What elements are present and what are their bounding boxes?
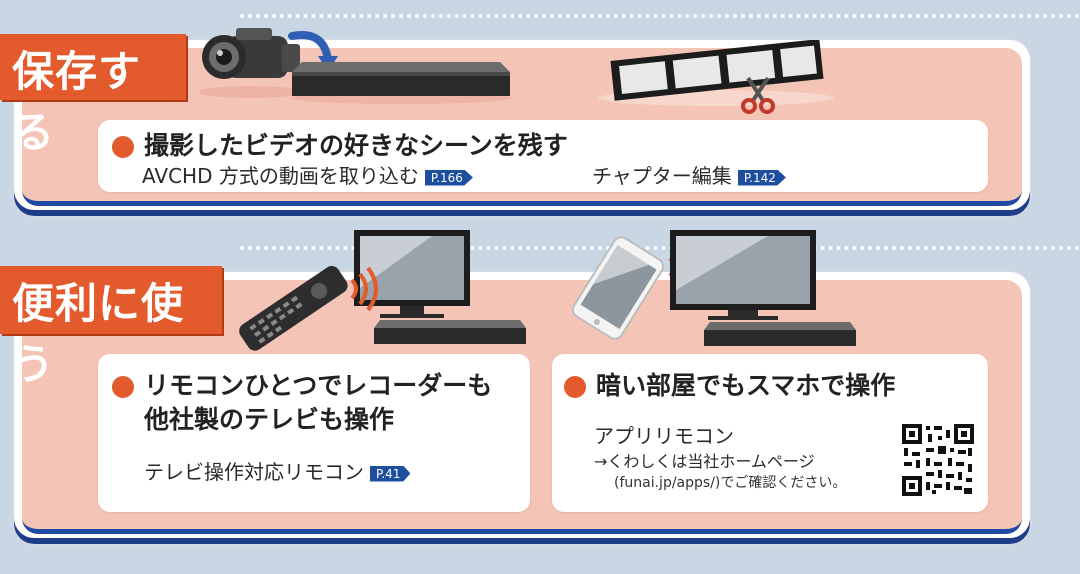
- film-strip-icon: [598, 40, 834, 106]
- section-save-tag: 保存する: [0, 34, 186, 157]
- signal-waves-icon: [350, 266, 378, 312]
- avchd-import-label: AVCHD 方式の動画を取り込む: [142, 164, 419, 188]
- remote-feature-heading-line1: リモコンひとつでレコーダーも: [112, 366, 492, 402]
- tv-remote-label: テレビ操作対応リモコン: [144, 460, 364, 484]
- qr-code-icon: [902, 424, 974, 496]
- page-ref-badge[interactable]: P.142: [737, 169, 786, 186]
- remote-control-icon: [239, 265, 348, 351]
- recorder-icon: [374, 320, 526, 344]
- remote-feature-card: リモコンひとつでレコーダーも 他社製のテレビも操作 テレビ操作対応リモコン P.4…: [98, 354, 530, 512]
- website-note-line2[interactable]: (funai.jp/apps/)でご確認ください。: [614, 475, 847, 491]
- page-ref-badge[interactable]: P.166: [424, 169, 473, 186]
- dotted-divider-top: [240, 14, 1080, 18]
- recorder-icon: [291, 62, 511, 104]
- avchd-import-item: AVCHD 方式の動画を取り込む P.166: [142, 160, 473, 189]
- chapter-edit-item: チャプター編集 P.142: [592, 160, 786, 189]
- smartphone-feature-heading: 暗い部屋でもスマホで操作: [564, 366, 895, 402]
- website-note-line1: →くわしくは当社ホームページ: [594, 452, 815, 471]
- tv-icon: [670, 230, 816, 320]
- save-feature-heading: 撮影したビデオの好きなシーンを残す: [112, 126, 568, 162]
- camcorder-icon: [199, 28, 303, 98]
- scissors-icon: [741, 76, 775, 114]
- bullet-icon: [112, 136, 134, 158]
- dotted-divider-middle: [240, 246, 1080, 250]
- remote-feature-heading-line2: 他社製のテレビも操作: [144, 405, 395, 434]
- smartphone-feature-card: 暗い部屋でもスマホで操作 アプリリモコン →くわしくは当社ホームページ (fun…: [552, 354, 988, 512]
- bullet-icon: [564, 376, 586, 398]
- chapter-edit-label: チャプター編集: [592, 164, 732, 188]
- app-remote-name: アプリリモコン: [594, 424, 734, 448]
- bullet-icon: [112, 376, 134, 398]
- recorder-icon: [704, 322, 856, 346]
- tv-remote-item: テレビ操作対応リモコン P.41: [144, 456, 411, 485]
- smartphone-icon: [571, 236, 665, 340]
- page-ref-badge[interactable]: P.41: [370, 465, 411, 482]
- section-convenient-tag: 便利に使う: [0, 266, 222, 389]
